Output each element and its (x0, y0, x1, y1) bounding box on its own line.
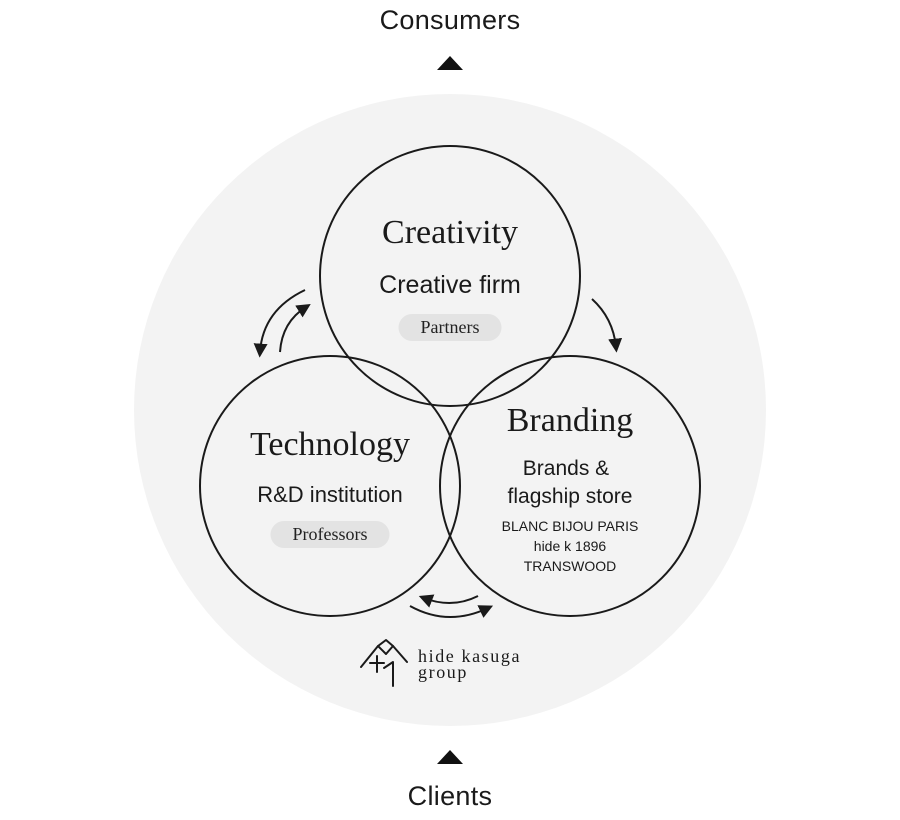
cycle-arrow-bottom-upper (418, 594, 479, 608)
partners-pill: Partners (398, 314, 502, 341)
creativity-title: Creativity (382, 214, 518, 251)
cycle-arrow-left-outer (253, 289, 306, 358)
brand-item: BLANC BIJOU PARIS (501, 518, 639, 534)
technology-subtitle: R&D institution (257, 482, 403, 507)
branding-subtitle-line2: flagship store (507, 485, 633, 508)
creativity-circle (319, 145, 581, 407)
cycle-arrow-bottom-lower (409, 605, 494, 618)
branding-subtitle-line1: Brands & (522, 457, 610, 480)
professors-pill: Professors (270, 521, 390, 548)
brand-item: hide k 1896 (533, 538, 607, 554)
technology-circle (199, 355, 461, 617)
up-arrow-bottom-icon (437, 750, 463, 764)
technology-title: Technology (249, 426, 411, 463)
hide-kasuga-logo-mark-icon (360, 639, 408, 687)
clients-label: Clients (407, 781, 493, 811)
branding-title: Branding (506, 402, 634, 439)
cycle-arrow-right (591, 298, 623, 353)
brand-item: TRANSWOOD (523, 558, 617, 574)
cycle-arrow-left-inner (279, 304, 311, 353)
logo-text: hide kasuga group (418, 646, 522, 682)
logo-text-line1: hide kasuga (418, 646, 522, 666)
consumers-label: Consumers (379, 5, 521, 35)
up-arrow-top-icon (437, 56, 463, 70)
brand-list: BLANC BIJOU PARIS hide k 1896 TRANSWOOD (502, 516, 639, 576)
creativity-subtitle: Creative firm (379, 271, 521, 299)
logo-text-line2: group (418, 662, 468, 682)
branding-circle (439, 355, 701, 617)
background-disc (134, 94, 766, 726)
